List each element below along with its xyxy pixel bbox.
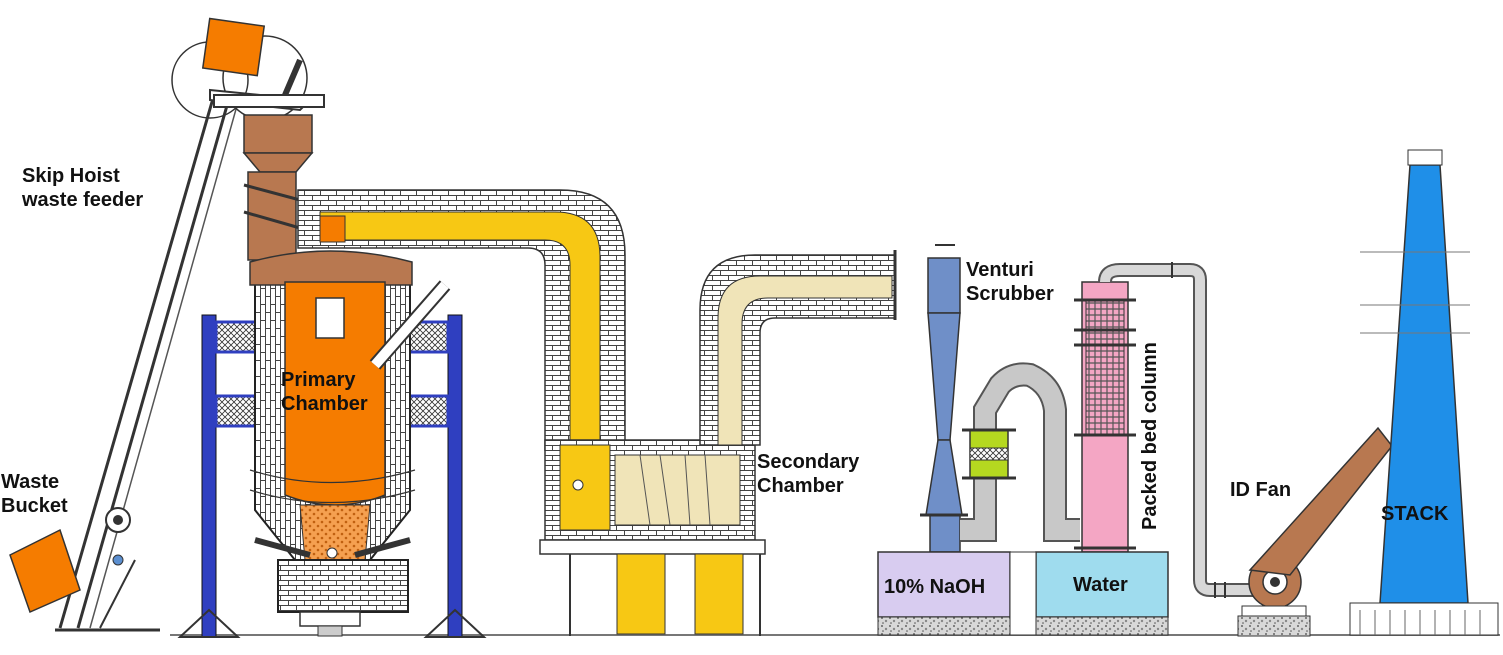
secondary-chamber — [539, 439, 766, 636]
label-water-tank: Water — [1073, 574, 1128, 596]
venturi-to-column-pipe — [960, 362, 1080, 542]
label-primary-chamber: Primary Chamber — [281, 368, 368, 416]
label-primary-line1: Primary — [281, 369, 356, 391]
label-waste-bucket-line2: Bucket — [1, 495, 68, 517]
label-naoh-tank: 10% NaOH — [884, 576, 986, 598]
label-primary-line2: Chamber — [281, 393, 368, 415]
label-secondary-line2: Chamber — [757, 475, 844, 497]
label-waste-bucket-line1: Waste — [1, 471, 60, 493]
column-to-fan-pipe — [1098, 262, 1265, 598]
label-venturi-scrubber: Venturi Scrubber — [966, 258, 1054, 306]
naoh-tank — [877, 551, 1011, 618]
label-venturi-line1: Venturi — [966, 259, 1034, 281]
label-id-fan: ID Fan — [1230, 479, 1292, 501]
scrubber-tanks — [877, 551, 1169, 636]
waste-bucket-top — [201, 17, 266, 77]
label-secondary-line1: Secondary — [757, 451, 860, 473]
primary-chamber-shell — [249, 250, 451, 637]
label-stack: STACK — [1381, 503, 1449, 525]
waste-bucket-bottom — [9, 528, 81, 614]
stack — [1349, 149, 1499, 636]
label-venturi-line2: Scrubber — [966, 283, 1054, 305]
label-secondary-chamber: Secondary Chamber — [757, 450, 859, 498]
label-waste-bucket: Waste Bucket — [1, 470, 68, 518]
venturi-scrubber — [920, 244, 968, 553]
label-skip-hoist-line1: Skip Hoist — [22, 165, 120, 187]
secondary-to-venturi-duct — [699, 250, 897, 446]
id-fan — [1237, 426, 1393, 637]
skip-hoist — [55, 35, 325, 632]
label-skip-hoist: Skip Hoist waste feeder — [22, 164, 143, 212]
packed-bed-column — [1074, 281, 1136, 553]
label-skip-hoist-line2: waste feeder — [22, 189, 144, 211]
water-tank — [1035, 551, 1169, 618]
label-packed-bed-column: Packed bed column — [1139, 342, 1161, 530]
feed-chute — [242, 114, 314, 261]
